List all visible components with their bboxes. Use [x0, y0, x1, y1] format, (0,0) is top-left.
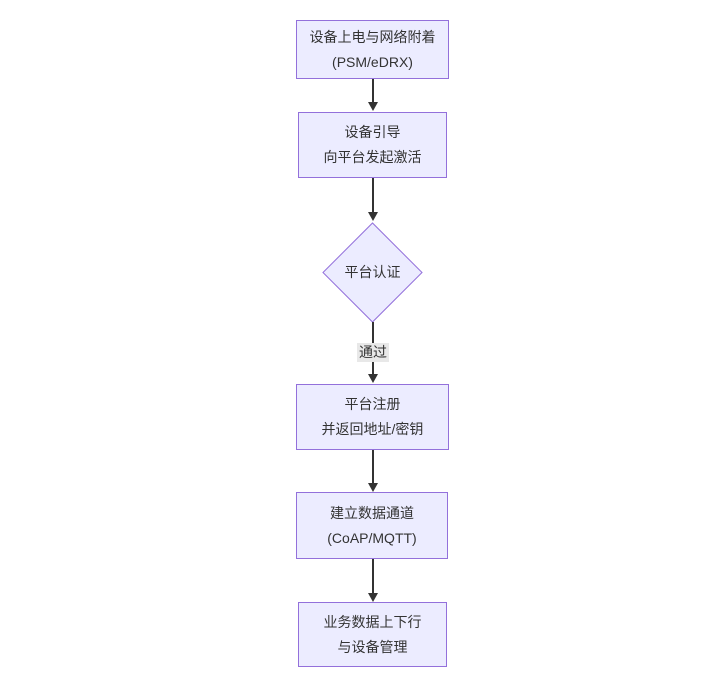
arrowhead-icon: [368, 212, 378, 221]
node-text-line: 平台注册: [344, 396, 401, 412]
node-text-line: 设备引导: [344, 124, 401, 140]
arrowhead-icon: [368, 102, 378, 111]
node-data-channel: 建立数据通道 (CoAP/MQTT): [296, 492, 448, 559]
node-text-line: (CoAP/MQTT): [327, 529, 417, 546]
edge-register-channel: [372, 450, 374, 483]
arrowhead-icon: [368, 483, 378, 492]
arrowhead-icon: [368, 374, 378, 383]
node-platform-register: 平台注册 并返回地址/密钥: [296, 384, 449, 450]
edge-channel-business: [372, 559, 374, 593]
node-text-line: 并返回地址/密钥: [321, 421, 424, 437]
node-text-line: 业务数据上下行: [323, 613, 422, 630]
node-device-attach: 设备上电与网络附着 (PSM/eDRX): [296, 20, 449, 79]
node-text-line: 与设备管理: [337, 638, 408, 655]
node-text-line: 建立数据通道: [330, 504, 414, 521]
node-text-line: 向平台发起激活: [323, 149, 422, 165]
node-text-line: 设备上电与网络附着: [309, 28, 436, 45]
node-business-data: 业务数据上下行 与设备管理: [298, 602, 447, 667]
edge-attach-bootstrap: [372, 79, 374, 102]
edge-label-pass: 通过: [357, 343, 389, 362]
node-device-bootstrap: 设备引导 向平台发起激活: [298, 112, 447, 178]
arrowhead-icon: [368, 593, 378, 602]
node-text-line: (PSM/eDRX): [332, 53, 413, 70]
edge-bootstrap-auth: [372, 178, 374, 212]
node-platform-auth-label: 平台认证: [344, 264, 401, 280]
